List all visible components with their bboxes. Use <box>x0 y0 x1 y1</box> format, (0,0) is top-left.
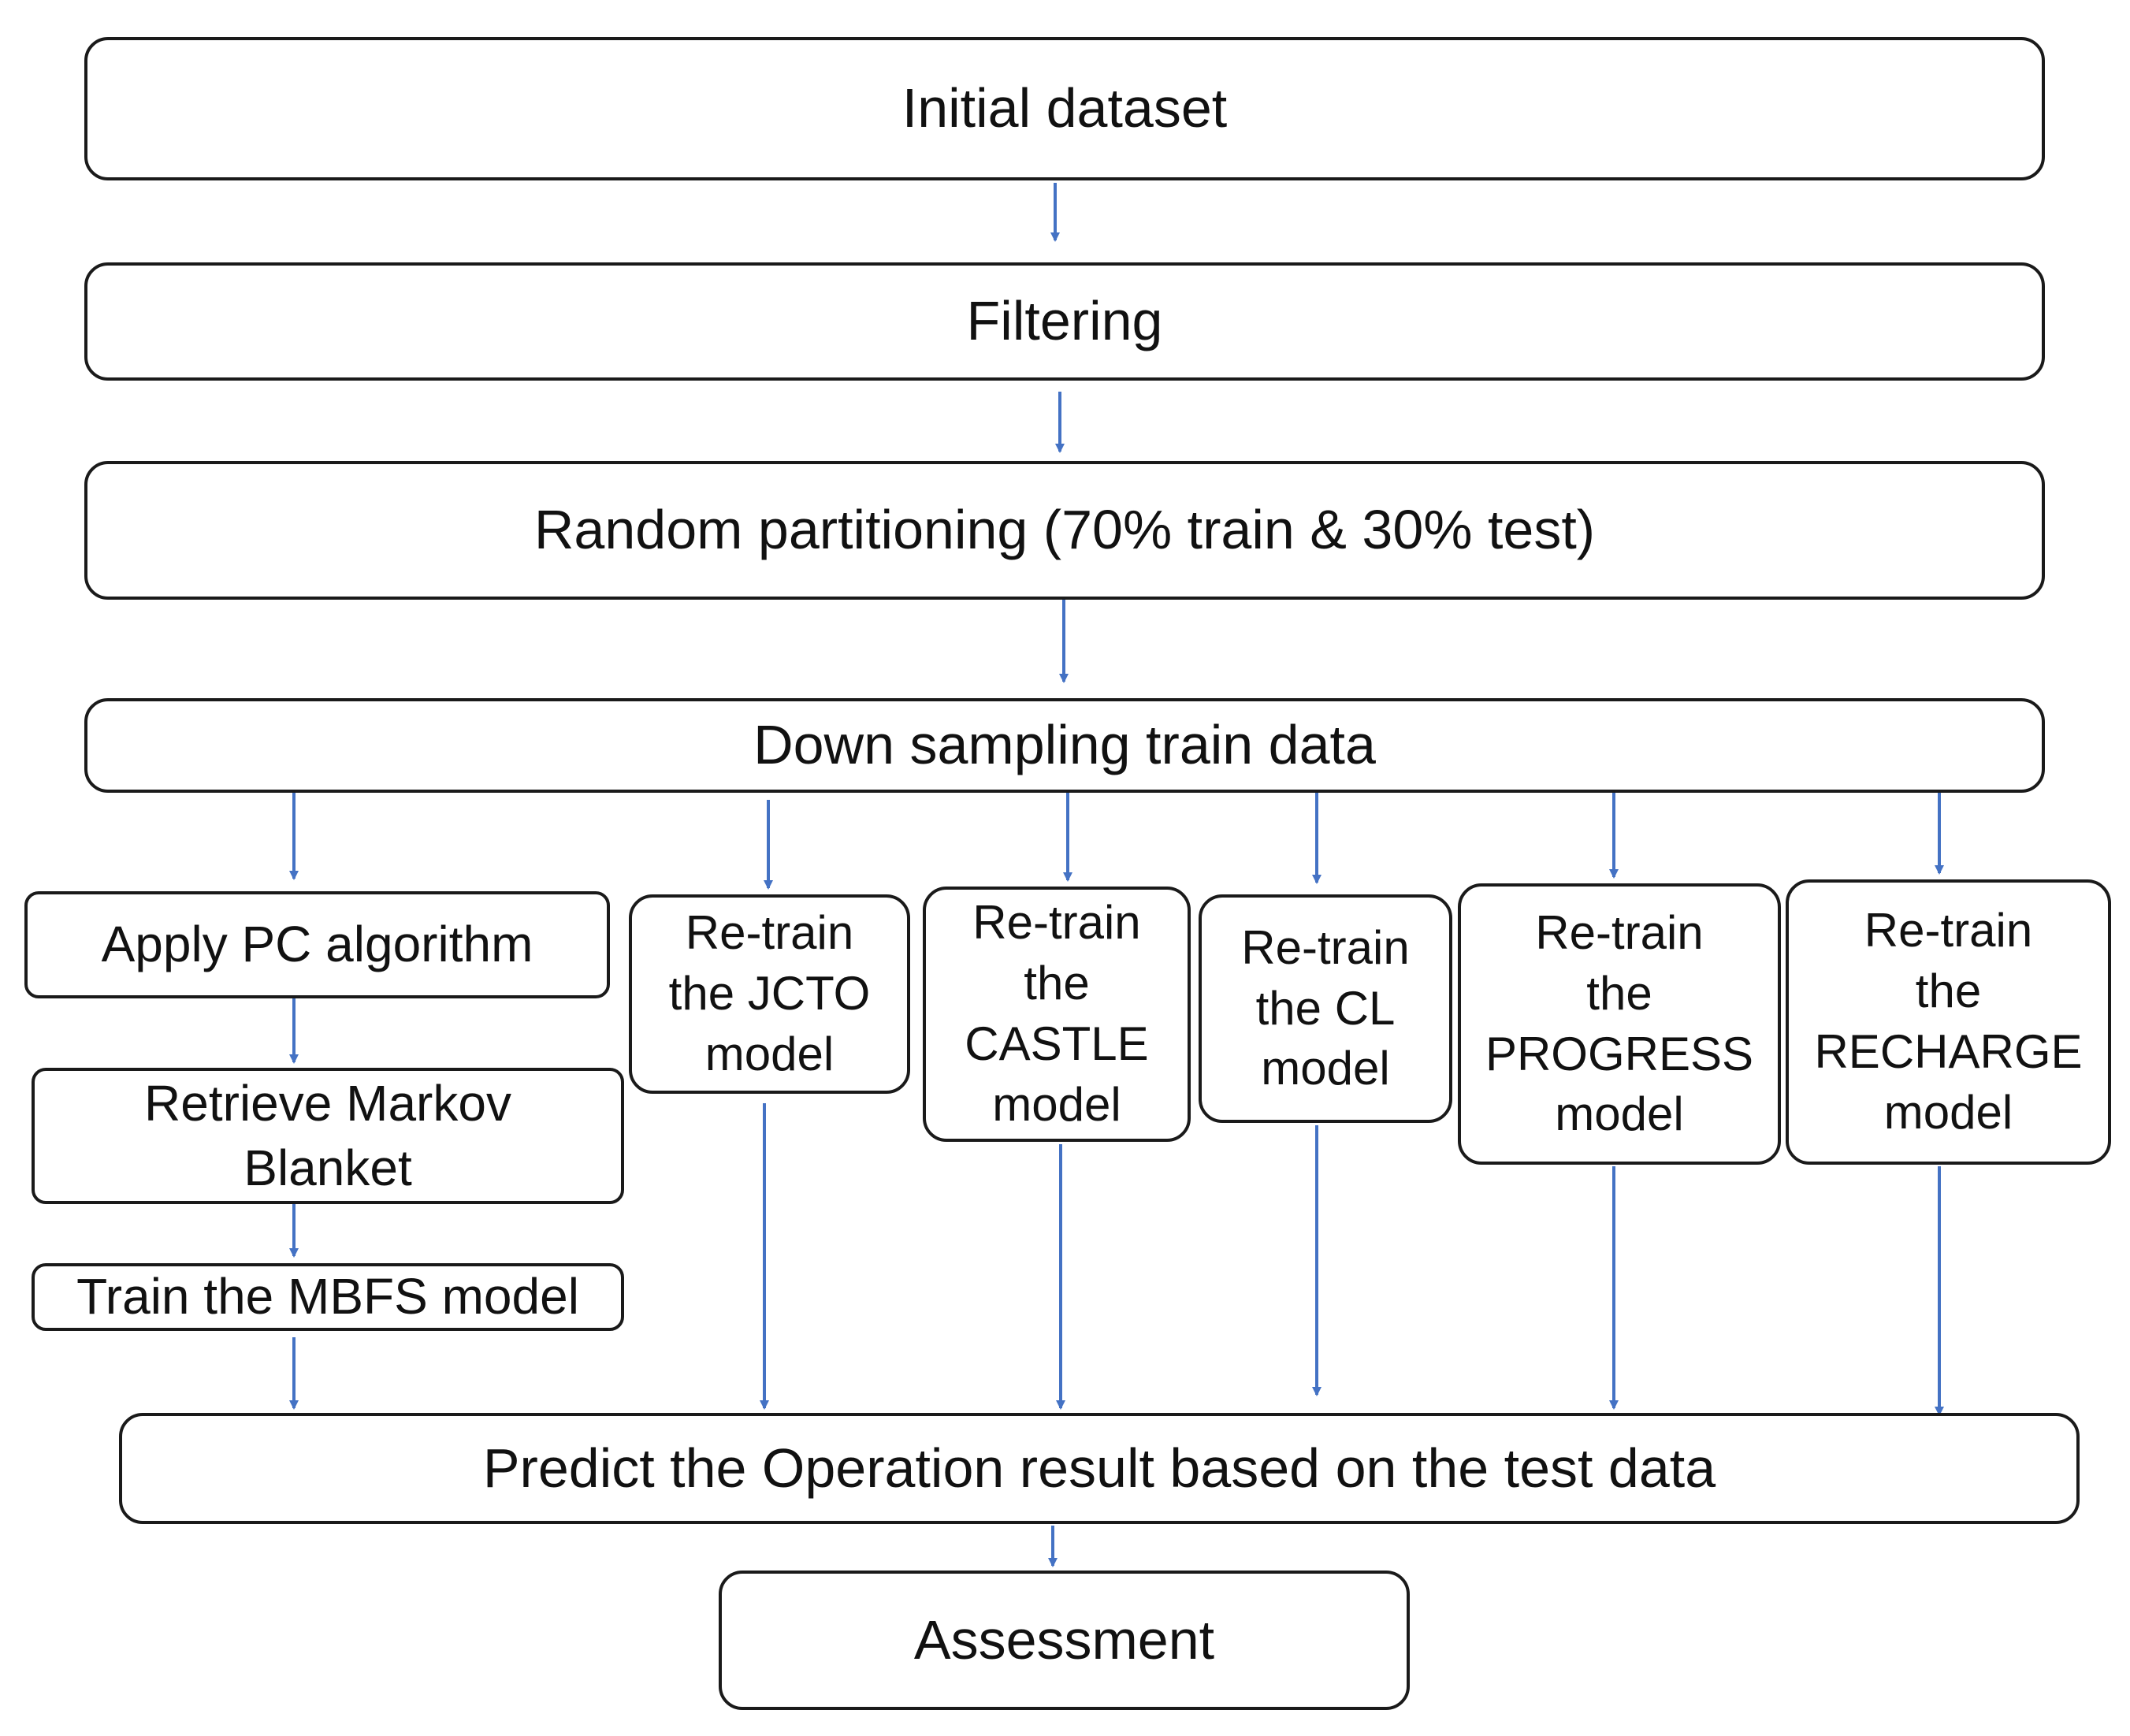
node-predict-operation-result: Predict the Operation result based on th… <box>119 1413 2080 1524</box>
node-train-mbfs-model: Train the MBFS model <box>32 1263 624 1331</box>
node-down-sampling: Down sampling train data <box>84 698 2045 793</box>
node-retrain-cl: Re-train the CL model <box>1199 894 1452 1123</box>
node-apply-pc-algorithm: Apply PC algorithm <box>24 891 610 998</box>
node-retrieve-markov-blanket: Retrieve Markov Blanket <box>32 1068 624 1204</box>
node-filtering: Filtering <box>84 262 2045 381</box>
node-retrain-jcto: Re-train the JCTO model <box>629 894 910 1094</box>
node-random-partitioning: Random partitioning (70% train & 30% tes… <box>84 461 2045 600</box>
node-retrain-recharge: Re-train the RECHARGE model <box>1786 879 2111 1165</box>
node-assessment: Assessment <box>719 1571 1410 1710</box>
node-initial-dataset: Initial dataset <box>84 37 2045 180</box>
node-retrain-progress: Re-train the PROGRESS model <box>1458 883 1781 1165</box>
node-retrain-castle: Re-train the CASTLE model <box>923 887 1191 1142</box>
